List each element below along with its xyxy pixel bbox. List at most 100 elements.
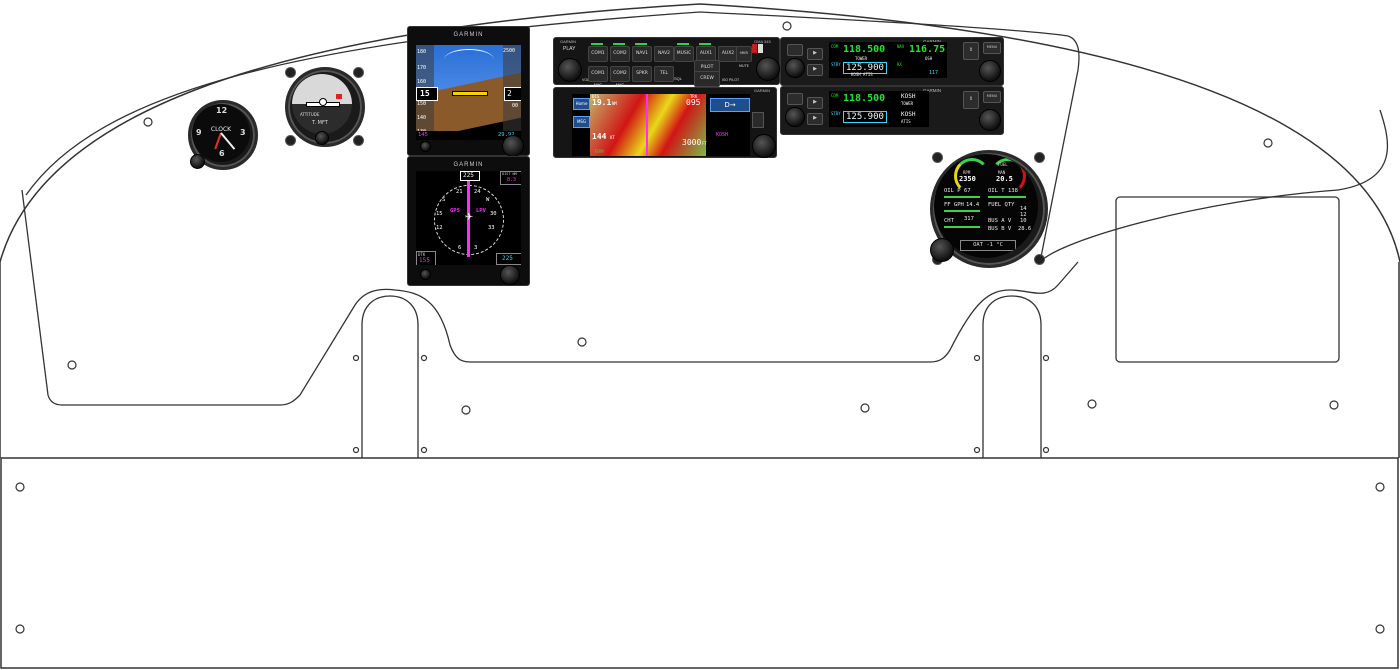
hsi-aircraft-icon: ✈ xyxy=(464,212,474,223)
hsi-label-6: 6 xyxy=(458,245,462,251)
hsi-label-15: 15 xyxy=(436,211,443,217)
radio1-com-stby: 125.900 xyxy=(843,62,887,74)
audio-button-crew[interactable]: CREW xyxy=(694,71,720,87)
attitude-screw-tl xyxy=(285,67,296,78)
ems-knob[interactable] xyxy=(930,238,954,262)
radio2-btn-1[interactable] xyxy=(787,93,803,105)
clock-face: CLOCK 12 3 6 9 xyxy=(192,104,250,162)
gtn-tab-home[interactable]: Home xyxy=(573,98,590,110)
audio-button-com1[interactable]: COM1 xyxy=(588,46,608,62)
hsi-crs-value: 225 xyxy=(502,255,513,262)
g5-top-bottom-bar: 145 29.92 xyxy=(416,131,521,140)
ems-screw-tr xyxy=(1034,152,1045,163)
radio2-btn-play[interactable]: ▶ xyxy=(807,97,823,109)
audio-volume-knob[interactable] xyxy=(558,58,582,82)
clock-numeral-12: 12 xyxy=(216,106,228,115)
clock-numeral-6: 6 xyxy=(219,149,225,158)
audio-button-music[interactable]: MUSIC xyxy=(674,46,694,62)
audio-button-aux2[interactable]: AUX2 xyxy=(718,46,738,62)
radio1-mode: RX xyxy=(897,62,902,67)
right-leg-cutout xyxy=(982,295,1042,458)
audio-right-knob[interactable] xyxy=(756,57,780,81)
ems-fuel-label: FUEL xyxy=(998,162,1008,167)
gtn-alt-unit: FT xyxy=(702,141,707,146)
gtn-knob[interactable] xyxy=(752,134,776,158)
radio1-menu-button[interactable]: MENU xyxy=(983,42,1001,54)
radio2-active-sub: TOWER xyxy=(901,101,914,106)
radio2-right-knob[interactable] xyxy=(979,109,1001,131)
radio2-menu-button[interactable]: MENU xyxy=(983,91,1001,103)
gtn-route-line xyxy=(646,94,648,156)
audio-button-com2[interactable]: COM2 xyxy=(610,46,630,62)
ems-map-label: MAN xyxy=(998,170,1006,175)
g5-bottom-knob[interactable] xyxy=(500,265,520,285)
audio-button-mkr-mute[interactable]: MKR MUTE xyxy=(736,46,752,68)
hsi-dist-value: 8.3 xyxy=(507,177,517,183)
ems-fuel-right: 12 xyxy=(1020,212,1027,218)
audio-button-spkr[interactable]: SPKR xyxy=(632,66,652,82)
radio1-station: KOSH ATIS xyxy=(851,72,873,77)
audio-button-com2-mic[interactable]: COM2 MIC xyxy=(610,66,630,89)
radio2-screen: COM 118.500 KOSH TOWER STBY 125.900 KOSH… xyxy=(829,91,929,127)
speed-tick-150: 150 xyxy=(417,101,427,107)
radio2-active-id: KOSH xyxy=(901,93,916,100)
g5-top-power-button[interactable] xyxy=(420,141,431,152)
gtn-dis-label: DIS xyxy=(592,94,600,99)
attitude-face: ATTITUDE T. MFT xyxy=(292,74,352,134)
ems-oilt-value: 138 xyxy=(1008,188,1018,194)
gtn-tab-msg[interactable]: MSG xyxy=(573,116,590,128)
g5-bottom-screen: 225 21 24 W 30 33 6 3 12 15 S GPS LPV ✈ … xyxy=(416,171,521,265)
radio1-btn-1[interactable] xyxy=(787,44,803,56)
hsi-label-33: 33 xyxy=(488,225,495,231)
ems-cht-value: 317 xyxy=(964,216,974,222)
radio2-left-knob[interactable] xyxy=(785,107,805,127)
hsi-crs-box: 225 xyxy=(496,253,521,265)
ems-oilt-bar xyxy=(988,196,1026,198)
g5-top-knob[interactable] xyxy=(502,135,524,157)
radio1-com-active: 118.500 xyxy=(843,44,886,55)
ems-map-value: 20.5 xyxy=(996,175,1013,183)
ems-bus1-label: BUS A V xyxy=(988,218,1012,224)
hsi-label-21: 21 xyxy=(456,189,463,195)
com-radio-2: GARMIN ▶ ▶ COM 118.500 KOSH TOWER STBY 1… xyxy=(780,86,1004,135)
gtn-direct-to-button[interactable]: D→ xyxy=(710,98,750,112)
radio1-left-knob[interactable] xyxy=(785,58,805,78)
hsi-course-needle xyxy=(467,181,470,257)
attitude-screw-br xyxy=(353,135,364,146)
audio-button-tel[interactable]: TEL xyxy=(654,66,674,82)
gtn-navigator: GARMIN Home MSG DIS 19.1 NM 144 KT TRK 0… xyxy=(553,87,777,158)
audio-button-com1-mic[interactable]: COM1 MIC xyxy=(588,66,608,89)
ems-ff-label: FF GPH xyxy=(944,202,964,208)
hsi-dist-box: DIST NM 8.3 xyxy=(500,171,521,185)
ems-ff-value: 14.4 xyxy=(966,202,980,208)
g5-top-roll-arc xyxy=(444,49,494,70)
audio-iso-label: ISO PILOT xyxy=(722,78,740,82)
hsi-lpv-label: LPV xyxy=(476,208,486,214)
radio1-right-knob[interactable] xyxy=(979,60,1001,82)
radio1-btn-play[interactable]: ▶ xyxy=(807,48,823,60)
radio1-brand: GARMIN xyxy=(923,39,941,44)
radio1-btn-play-2[interactable]: ▶ xyxy=(807,64,823,76)
audio-button-nav1[interactable]: NAV1 xyxy=(632,46,652,62)
left-leg-cutout xyxy=(361,295,419,458)
audio-button-nav2[interactable]: NAV2 xyxy=(654,46,674,62)
gtn-brand: GARMIN xyxy=(754,88,770,93)
radio2-swap-button[interactable]: ⇕ xyxy=(963,91,979,109)
radio2-btn-play-2[interactable]: ▶ xyxy=(807,113,823,125)
lower-panel xyxy=(0,457,1399,669)
audio-play-label: PLAY xyxy=(563,46,576,52)
attitude-flag xyxy=(336,94,342,99)
attitude-indicator: ATTITUDE T. MFT xyxy=(285,67,365,147)
radio1-nav-active: 116.75 xyxy=(909,44,946,55)
attitude-knob[interactable] xyxy=(315,131,329,145)
hsi-gps-label: GPS xyxy=(450,208,460,214)
clock-numeral-3: 3 xyxy=(240,128,246,137)
clock-knob[interactable] xyxy=(190,154,205,169)
audio-led-1 xyxy=(591,43,603,45)
radio1-swap-button[interactable]: ⇕ xyxy=(963,42,979,60)
g5-top-speed-box: 15 xyxy=(416,87,438,101)
panel-left-cutout xyxy=(21,189,1079,406)
g5-bottom-brand: GARMIN xyxy=(453,162,484,168)
g5-bottom-power-button[interactable] xyxy=(420,269,431,280)
clock-numeral-9: 9 xyxy=(196,128,202,137)
